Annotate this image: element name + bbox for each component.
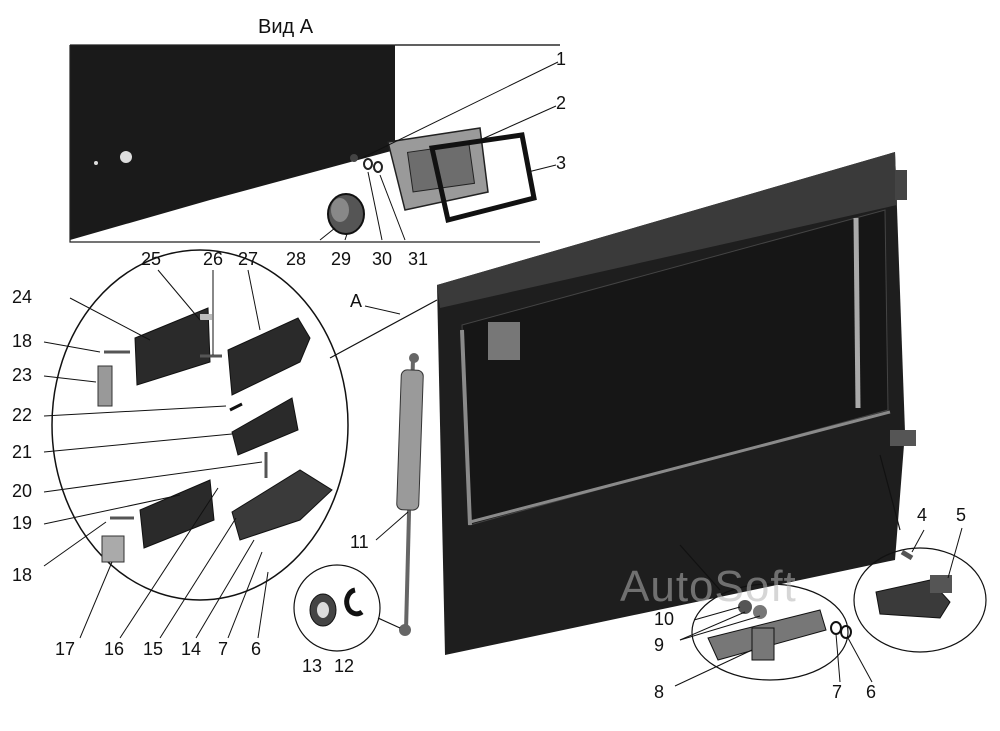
callout-16: 16 — [104, 639, 125, 659]
callout-12: 12 — [334, 656, 355, 676]
view-pointer-label: A — [350, 291, 363, 311]
callout-10: 10 — [654, 609, 675, 629]
callout-28: 28 — [286, 249, 307, 269]
callout-3: 3 — [556, 153, 567, 173]
door-panel — [437, 152, 916, 655]
gasket-frame-icon — [428, 132, 537, 224]
callout-25: 25 — [141, 249, 162, 269]
hinge-detail-ellipse — [51, 249, 438, 601]
callout-17: 17 — [55, 639, 76, 659]
callout-15: 15 — [143, 639, 164, 659]
callout-7-right: 7 — [832, 682, 843, 702]
callout-5: 5 — [956, 505, 967, 525]
callout-31: 31 — [408, 249, 429, 269]
bushing-detail-circle — [293, 564, 401, 652]
callout-7-left: 7 — [218, 639, 229, 659]
callout-22: 22 — [12, 405, 33, 425]
callout-21: 21 — [12, 442, 33, 462]
callout-4: 4 — [917, 505, 928, 525]
callout-14: 14 — [181, 639, 202, 659]
callout-20: 20 — [12, 481, 33, 501]
callout-9: 9 — [654, 635, 665, 655]
callout-30: 30 — [372, 249, 393, 269]
callout-18-bottom: 18 — [12, 565, 33, 585]
callout-6-right: 6 — [866, 682, 877, 702]
view-title: Вид А — [258, 16, 314, 38]
callout-1: 1 — [556, 49, 567, 69]
bottom-hinge-ellipse — [679, 544, 852, 681]
gas-strut-icon — [396, 353, 424, 636]
callout-6-left: 6 — [251, 639, 262, 659]
view-a-inset — [69, 44, 560, 243]
callout-27: 27 — [238, 249, 259, 269]
callout-13: 13 — [302, 656, 323, 676]
callout-29: 29 — [331, 249, 352, 269]
watermark: AutoSoft — [620, 562, 797, 611]
hole-icon — [120, 151, 132, 163]
callout-2: 2 — [556, 93, 567, 113]
callout-11: 11 — [350, 532, 369, 552]
callout-26: 26 — [203, 249, 224, 269]
callout-19: 19 — [12, 513, 33, 533]
callout-24: 24 — [12, 287, 33, 307]
latch-detail-ellipse — [853, 454, 987, 653]
leader-lines — [43, 61, 963, 687]
callout-23: 23 — [12, 365, 33, 385]
callout-18-top: 18 — [12, 331, 33, 351]
callout-8: 8 — [654, 682, 665, 702]
